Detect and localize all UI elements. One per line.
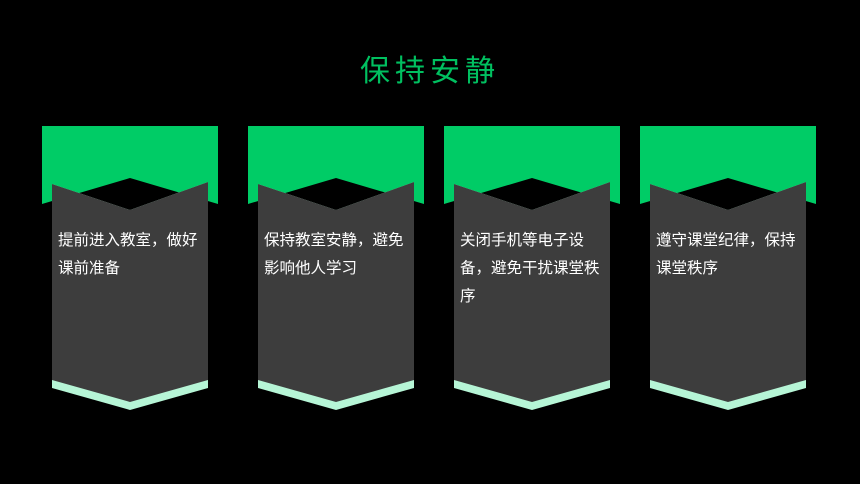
card-4-text: 遵守课堂纪律，保持课堂秩序: [656, 231, 796, 277]
card-3: 关闭手机等电子设备，避免干扰课堂秩序: [444, 126, 622, 420]
card-2-shape: [248, 126, 424, 410]
card-1-text: 提前进入教室，做好课前准备: [58, 231, 198, 277]
card-1-shape: [42, 126, 218, 410]
card-2: 保持教室安静，避免影响他人学习: [248, 126, 426, 420]
card-3-shape: [444, 126, 620, 410]
card-2-text: 保持教室安静，避免影响他人学习: [264, 231, 404, 277]
card-4-shape: [640, 126, 816, 410]
card-1: 提前进入教室，做好课前准备: [42, 126, 220, 420]
slide-title: 保持安静: [360, 54, 500, 89]
card-3-text: 关闭手机等电子设备，避免干扰课堂秩序: [460, 231, 600, 305]
card-4: 遵守课堂纪律，保持课堂秩序: [640, 126, 818, 420]
